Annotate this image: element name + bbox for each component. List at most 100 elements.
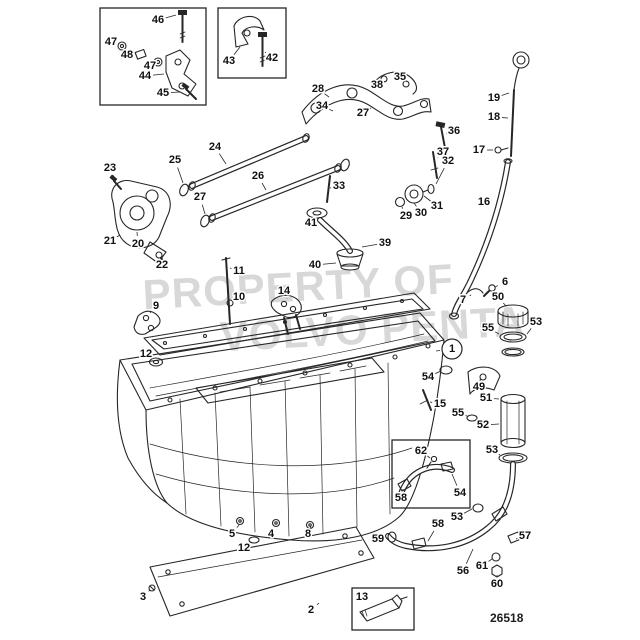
svg-text:11: 11 [233, 265, 245, 277]
callout-16: 16 [476, 195, 493, 210]
callout-61: 61 [474, 559, 493, 574]
bracket-9-art [133, 310, 161, 335]
callout-27: 27 [192, 190, 208, 215]
svg-text:57: 57 [519, 530, 531, 542]
svg-text:27: 27 [194, 191, 206, 203]
callout-20: 20 [130, 231, 146, 252]
svg-text:59: 59 [372, 533, 384, 545]
callout-24: 24 [207, 140, 227, 165]
bolt-45-art [181, 82, 197, 100]
callout-36: 36 [445, 124, 462, 139]
callout-60: 60 [489, 575, 505, 592]
callout-22: 22 [154, 257, 170, 273]
callout-52: 52 [475, 418, 500, 433]
callout-25: 25 [167, 153, 184, 184]
filler-assembly-art [439, 304, 529, 464]
svg-text:45: 45 [157, 87, 169, 99]
drain-plugs-art [148, 516, 315, 592]
callout-35: 35 [392, 70, 407, 85]
pan-gasket-art [143, 292, 431, 356]
callout-15: 15 [429, 397, 448, 412]
callout-53: 53 [526, 315, 544, 335]
svg-text:49: 49 [473, 381, 485, 393]
dipstick-art [494, 51, 530, 157]
svg-text:48: 48 [121, 49, 133, 61]
callout-49: 49 [471, 379, 487, 395]
svg-text:2: 2 [308, 604, 314, 616]
svg-text:21: 21 [104, 235, 116, 247]
callout-14: 14 [276, 284, 292, 299]
svg-text:16: 16 [478, 196, 490, 208]
svg-text:15: 15 [434, 398, 446, 410]
svg-text:46: 46 [152, 14, 164, 26]
callout-44: 44 [137, 69, 165, 84]
svg-text:25: 25 [169, 154, 181, 166]
svg-text:3: 3 [140, 591, 146, 603]
bolt-46-art [178, 10, 187, 43]
callout-42: 42 [264, 51, 279, 66]
bolt-36-art [435, 121, 446, 149]
svg-text:31: 31 [431, 200, 443, 212]
svg-text:58: 58 [395, 492, 407, 504]
callout-59: 59 [370, 532, 389, 547]
inset-box-4-frame [351, 587, 415, 631]
callout-12: 12 [138, 347, 153, 362]
callout-12: 12 [236, 541, 251, 556]
svg-text:8: 8 [305, 528, 311, 540]
callout-13: 13 [354, 590, 369, 605]
svg-text:17: 17 [473, 144, 485, 156]
stud-15-art [419, 389, 432, 411]
watermark: PROPERTY OF VOLVO PENTA [142, 255, 527, 360]
callout-21: 21 [102, 234, 121, 249]
callout-34: 34 [314, 99, 334, 114]
inset-box-1-frame [99, 7, 207, 106]
svg-text:51: 51 [480, 392, 492, 404]
callout-43: 43 [221, 46, 241, 69]
bolt-42-art [258, 32, 267, 67]
callout-10: 10 [231, 290, 246, 305]
inset-box-fastener-kit [99, 7, 207, 106]
callout-41: 41 [303, 215, 319, 231]
svg-text:60: 60 [491, 578, 503, 590]
tube-clip-art [467, 284, 496, 297]
svg-text:44: 44 [139, 70, 152, 82]
svg-text:47: 47 [144, 60, 156, 72]
svg-text:53: 53 [451, 511, 463, 523]
svg-text:53: 53 [486, 444, 498, 456]
callout-53: 53 [484, 443, 501, 458]
svg-text:5: 5 [229, 528, 235, 540]
svg-text:50: 50 [492, 291, 504, 303]
svg-text:47: 47 [105, 36, 117, 48]
callout-58: 58 [393, 488, 409, 506]
oil-pump-art [109, 174, 171, 265]
svg-text:6: 6 [502, 276, 508, 288]
callout-31: 31 [423, 195, 445, 214]
svg-text:4: 4 [268, 528, 275, 540]
svg-text:18: 18 [488, 111, 500, 123]
svg-text:19: 19 [488, 92, 500, 104]
outlet-hose-art [385, 461, 522, 578]
bracket-assembly-art [301, 71, 432, 125]
svg-text:35: 35 [394, 71, 406, 83]
callout-62: 62 [413, 444, 431, 459]
callout-30: 30 [413, 202, 429, 221]
svg-text:20: 20 [132, 238, 144, 250]
callout-53: 53 [449, 508, 473, 525]
svg-text:27: 27 [357, 107, 369, 119]
callout-51: 51 [478, 391, 500, 406]
callout-48: 48 [119, 48, 137, 63]
svg-text:61: 61 [476, 560, 488, 572]
svg-text:34: 34 [316, 100, 329, 112]
callout-8: 8 [303, 526, 313, 542]
svg-text:12: 12 [140, 348, 152, 360]
sealant-tube-art [359, 594, 408, 622]
inset-box-3-frame [391, 439, 471, 509]
svg-text:23: 23 [104, 162, 116, 174]
callout-7: 7 [458, 293, 472, 308]
svg-text:7: 7 [460, 294, 466, 306]
callout-33: 33 [329, 179, 347, 194]
callout-50: 50 [490, 290, 507, 307]
